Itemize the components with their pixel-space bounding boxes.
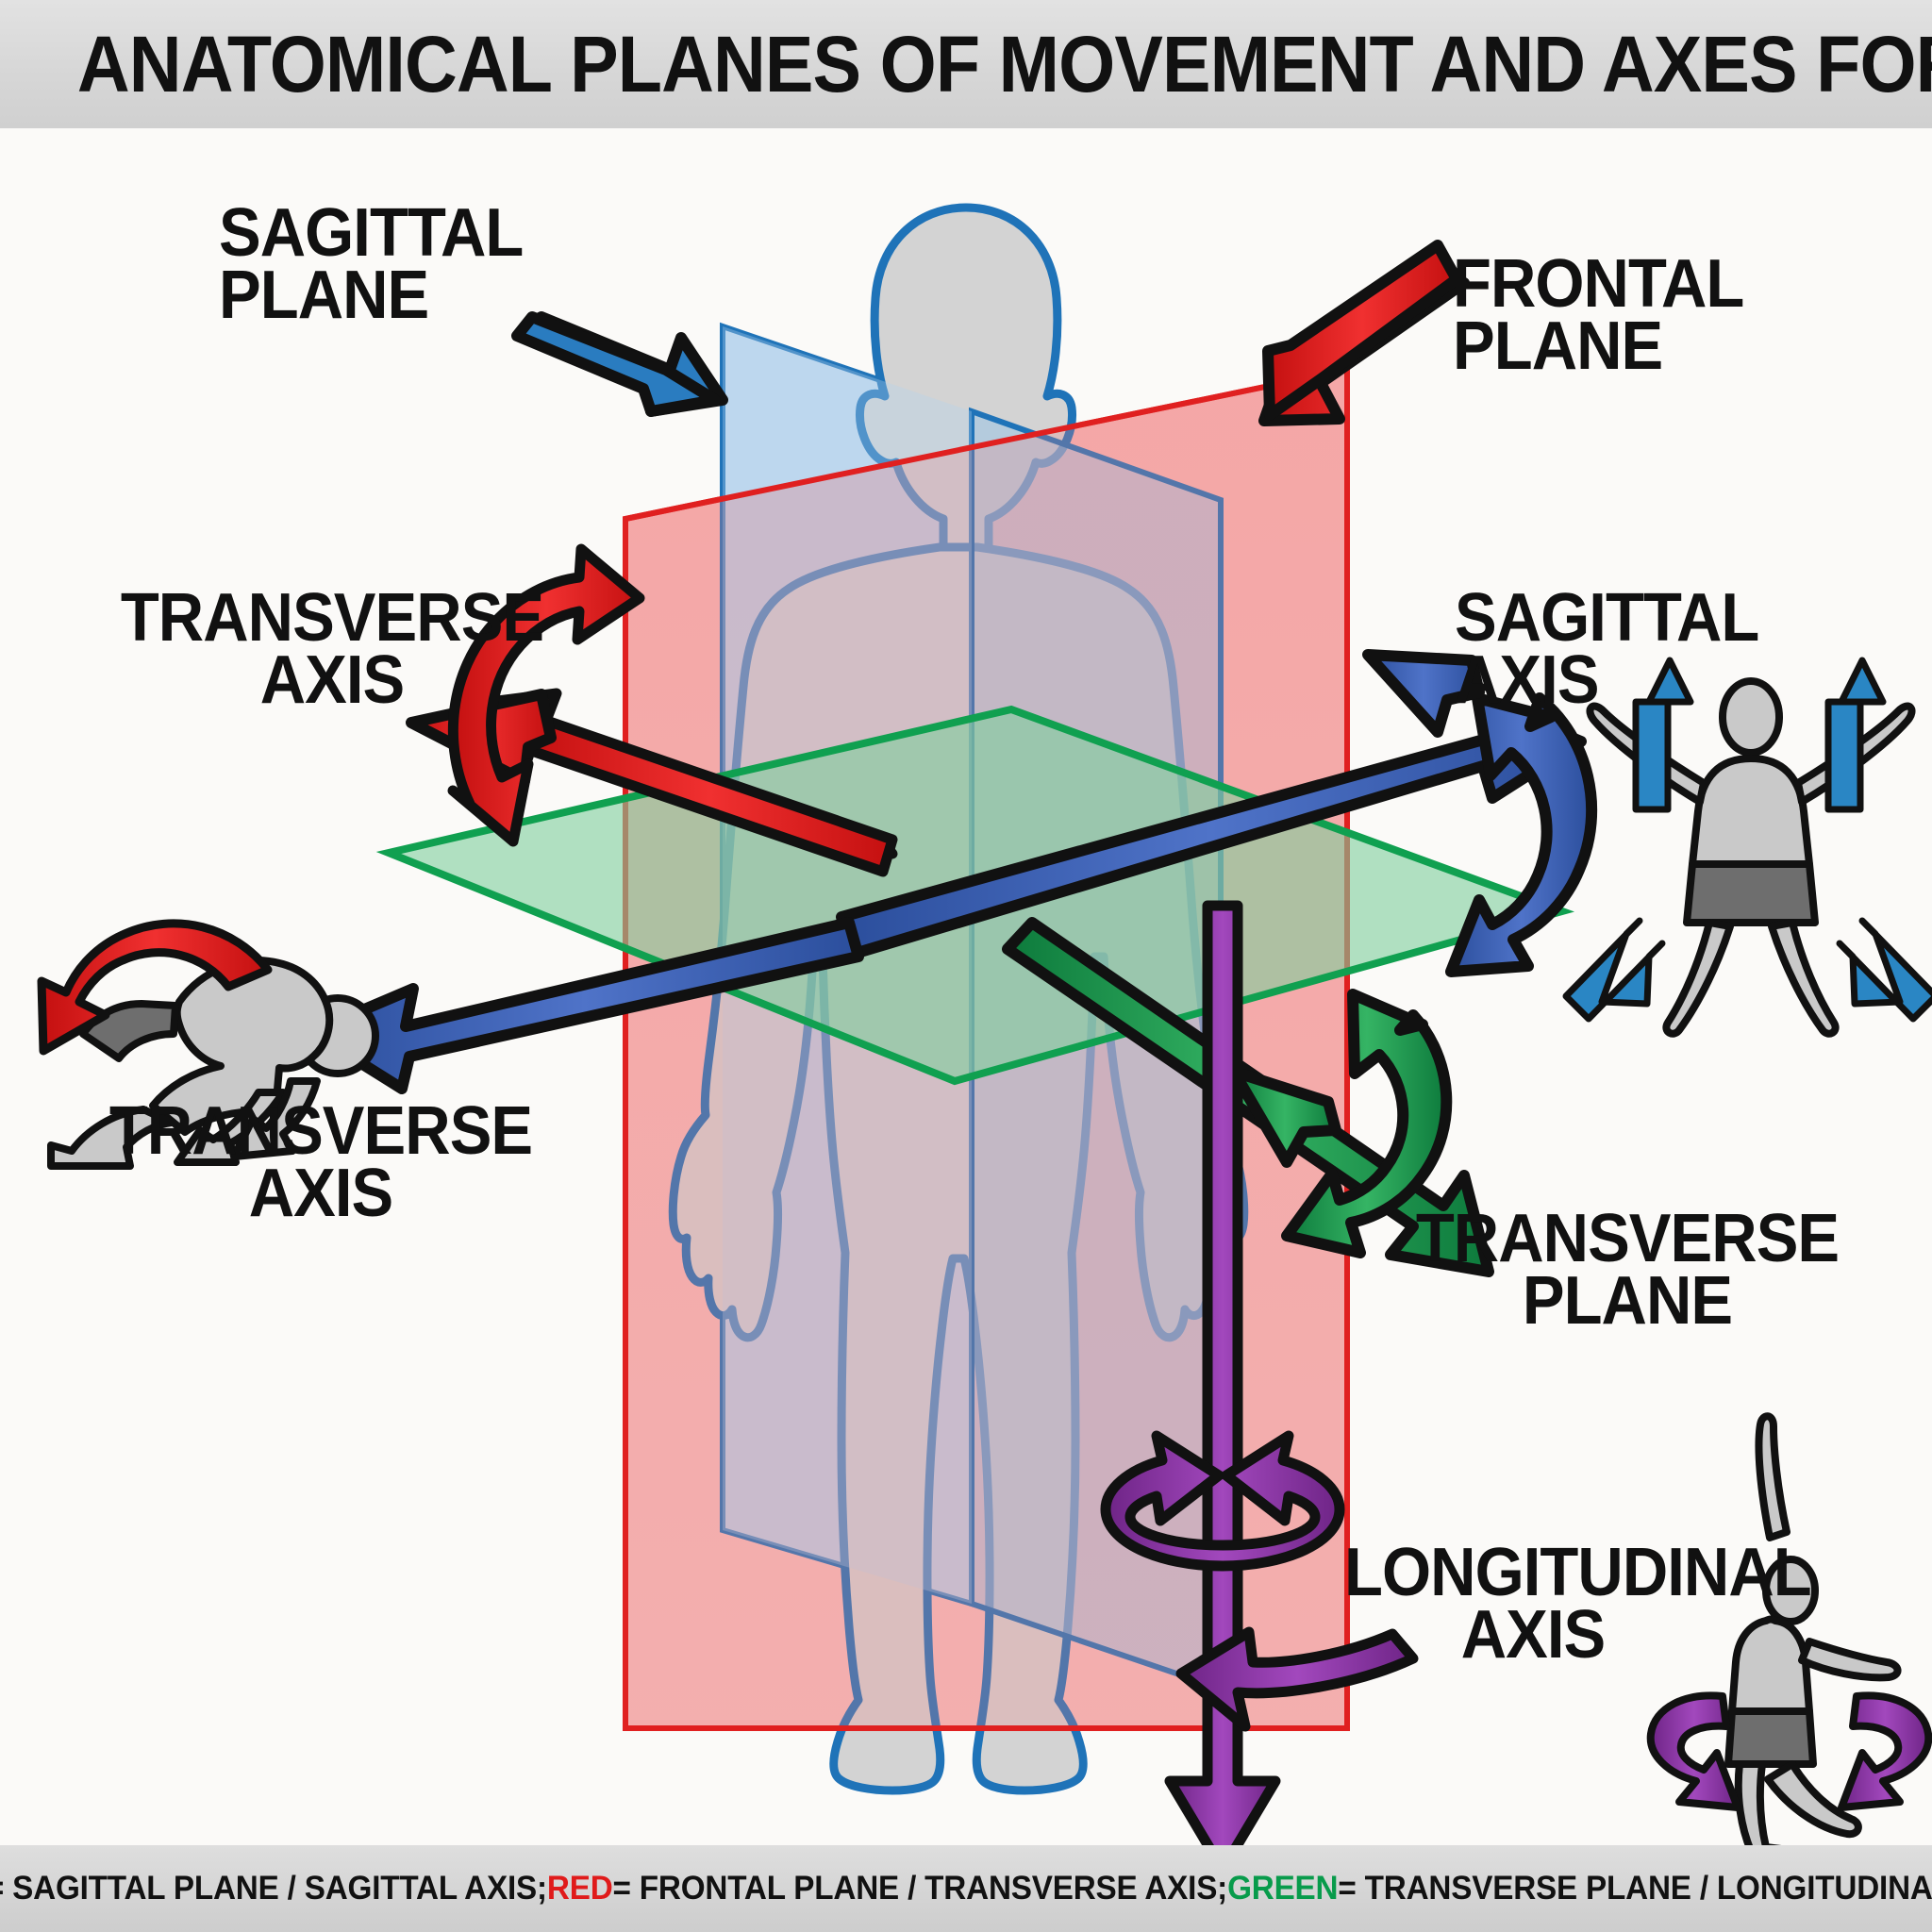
label-frontal-plane-line2: PLANE [1453,308,1663,385]
pirouette-rotation-arrows [1646,1691,1932,1811]
footer-legend-part-2: RED [546,1870,613,1907]
transverse-plane-rotation-icon [1228,989,1453,1258]
label-sagittal-axis: SAGITTAL AXIS [1455,580,1932,719]
sagittal-plane-pointer-arrow [511,311,728,417]
label-transverse-axis-top-line1: TRANSVERSE [120,580,544,656]
label-transverse-axis-bottom-line1: TRANSVERSE [108,1093,533,1169]
longitudinal-axis-pointer-arrow [1175,1626,1419,1732]
label-transverse-plane-line1: TRANSVERSE [1415,1201,1840,1276]
label-longitudinal-axis-line1: LONGITUDINAL [1344,1535,1812,1610]
label-longitudinal-axis-line2: AXIS [1460,1597,1606,1674]
forward-roll-figure [47,957,379,1170]
label-sagittal-axis-line1: SAGITTAL AXIS [1455,580,1758,719]
footer-legend-part-1: = SAGITTAL PLANE / SAGITTAL AXIS; [0,1870,547,1907]
footer-legend-part-5: = TRANSVERSE PLANE / LONGITUDINAL AXIS [1338,1870,1932,1907]
longitudinal-axis-arrow [1164,900,1281,1875]
forward-roll-rotation-arrow [37,919,273,1056]
sagittal-axis-rotation-icon [1362,649,1598,977]
label-transverse-plane: TRANSVERSE PLANE [1396,1201,1858,1340]
pirouette-figure [1724,1412,1902,1932]
label-sagittal-plane-line2: PLANE [219,258,429,334]
label-frontal-plane-line1: FRONTAL [1453,246,1744,322]
footer-legend: BLUE = SAGITTAL PLANE / SAGITTAL AXIS; R… [0,1845,1932,1932]
transverse-axis-rotation-icon [447,543,645,847]
label-transverse-axis-top-line2: AXIS [259,642,405,719]
longitudinal-axis-rotation-icon [1100,1430,1345,1572]
page-title: ANATOMICAL PLANES OF MOVEMENT AND AXES F… [76,20,1932,108]
label-transverse-plane-line2: PLANE [1522,1263,1733,1340]
label-transverse-axis-bottom: TRANSVERSE AXIS [28,1093,613,1232]
label-longitudinal-axis: LONGITUDINAL AXIS [1330,1535,1812,1674]
label-frontal-plane: FRONTAL PLANE [1453,246,1766,385]
label-transverse-axis-bottom-line2: AXIS [248,1156,393,1232]
label-sagittal-plane: SAGITTAL PLANE [219,195,546,334]
frontal-plane-pointer-arrow [1258,240,1470,426]
footer-legend-part-4: GREEN [1227,1870,1339,1907]
footer-legend-part-3: = FRONTAL PLANE / TRANSVERSE AXIS; [612,1870,1228,1907]
star-jump-direction-arrows [1562,657,1932,1023]
label-sagittal-plane-line1: SAGITTAL [219,195,524,271]
label-transverse-axis-top: TRANSVERSE AXIS [49,580,615,719]
footer-band: BLUE = SAGITTAL PLANE / SAGITTAL AXIS; R… [0,1845,1932,1932]
header-band [0,0,1932,128]
